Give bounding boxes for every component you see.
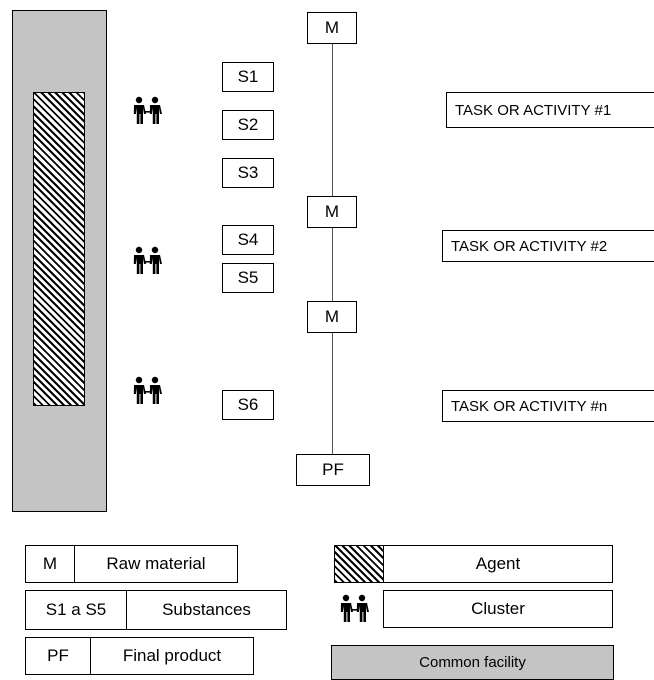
legend-cluster-icon bbox=[337, 594, 371, 624]
substance-s4: S4 bbox=[222, 225, 274, 255]
legend-cluster-label: Cluster bbox=[383, 590, 613, 628]
final-product-node: PF bbox=[296, 454, 370, 486]
process-line-1 bbox=[332, 44, 333, 196]
substance-s1: S1 bbox=[222, 62, 274, 92]
agent-bar bbox=[33, 92, 85, 406]
legend-final-product: PF Final product bbox=[25, 637, 254, 675]
legend-raw-material: M Raw material bbox=[25, 545, 238, 583]
cluster-icon-2 bbox=[130, 246, 164, 276]
substance-s3: S3 bbox=[222, 158, 274, 188]
raw-material-node-3: M bbox=[307, 301, 357, 333]
raw-material-node-2: M bbox=[307, 196, 357, 228]
legend-symbol: M bbox=[26, 546, 75, 582]
legend-common-facility: Common facility bbox=[331, 645, 614, 680]
substance-s2: S2 bbox=[222, 110, 274, 140]
process-line-2 bbox=[332, 228, 333, 302]
task-box-n: TASK OR ACTIVITY #n bbox=[442, 390, 654, 422]
raw-material-node-1: M bbox=[307, 12, 357, 44]
cluster-icon-1 bbox=[130, 96, 164, 126]
substance-s5: S5 bbox=[222, 263, 274, 293]
task-box-2: TASK OR ACTIVITY #2 bbox=[442, 230, 654, 262]
legend-label: Raw material bbox=[106, 554, 206, 573]
legend-symbol: PF bbox=[26, 638, 91, 674]
legend-agent-label: Agent bbox=[383, 545, 613, 583]
process-line-3 bbox=[332, 333, 333, 454]
legend-substances: S1 a S5 Substances bbox=[25, 590, 287, 630]
legend-label: Substances bbox=[162, 600, 251, 619]
legend-symbol: S1 a S5 bbox=[26, 591, 127, 629]
cluster-icon-3 bbox=[130, 376, 164, 406]
legend-agent-swatch bbox=[334, 545, 384, 583]
task-box-1: TASK OR ACTIVITY #1 bbox=[446, 92, 654, 128]
legend-label: Final product bbox=[122, 646, 222, 665]
substance-s6: S6 bbox=[222, 390, 274, 420]
